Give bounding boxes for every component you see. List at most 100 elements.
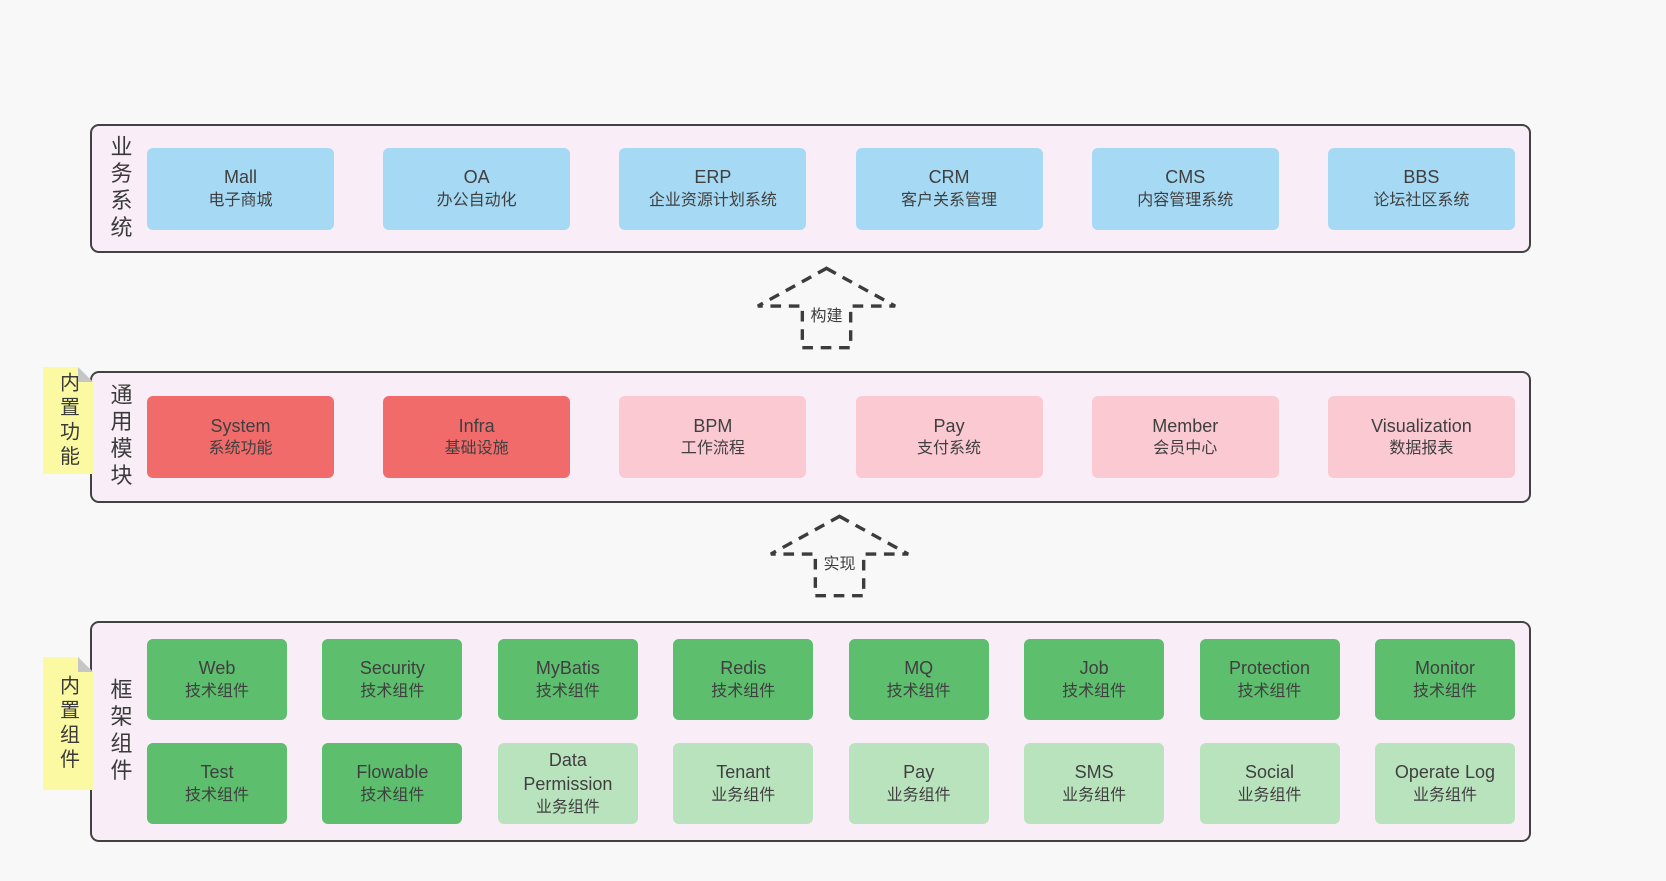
box-subtitle: 电子商城 xyxy=(208,191,273,209)
box-title: Protection xyxy=(1229,658,1311,679)
box-visualization: Visualization 数据报表 xyxy=(1327,396,1515,478)
box-bpm: BPM 工作流程 xyxy=(619,396,807,478)
box-subtitle: 系统功能 xyxy=(208,440,273,458)
box-infra: Infra 基础设施 xyxy=(383,396,571,478)
box-subtitle: 数据报表 xyxy=(1389,440,1454,458)
sticky-text: 内置功能 xyxy=(56,371,79,470)
box-test: Test 技术组件 xyxy=(147,743,287,824)
box-subtitle: 支付系统 xyxy=(917,440,982,458)
box-title: System xyxy=(210,415,271,436)
module-boxes: System 系统功能 Infra 基础设施 BPM 工作流程 Pay 支付系统… xyxy=(147,396,1515,478)
box-member: Member 会员中心 xyxy=(1091,396,1279,478)
arrow-build-label: 构建 xyxy=(807,302,846,326)
box-subtitle: 论坛社区系统 xyxy=(1373,191,1470,209)
box-redis: Redis 技术组件 xyxy=(673,639,814,720)
box-title: Flowable xyxy=(356,762,429,783)
box-subtitle: 企业资源计划系统 xyxy=(648,191,777,209)
box-pay-system: Pay 支付系统 xyxy=(855,396,1043,478)
box-system: System 系统功能 xyxy=(147,396,334,478)
box-pay-component: Pay 业务组件 xyxy=(848,743,989,824)
box-subtitle: 技术组件 xyxy=(886,682,951,700)
box-mall: Mall 电子商城 xyxy=(147,147,334,230)
box-subtitle: 技术组件 xyxy=(535,682,600,700)
box-title: Redis xyxy=(720,658,767,679)
box-title: Security xyxy=(359,658,425,679)
box-mybatis: MyBatis 技术组件 xyxy=(497,639,638,720)
layer-framework-components: 框架组件 Web 技术组件 Security 技术组件 MyBatis 技术组件… xyxy=(90,621,1531,842)
box-flowable: Flowable 技术组件 xyxy=(322,743,463,824)
dashed-up-arrow-icon xyxy=(757,266,896,350)
box-title: Data Permission xyxy=(523,750,613,794)
framework-row-1: Web 技术组件 Security 技术组件 MyBatis 技术组件 Redi… xyxy=(147,639,1515,720)
box-title: OA xyxy=(463,167,490,188)
sticky-note-builtin-functions: 内置功能 xyxy=(43,367,93,474)
box-subtitle: 技术组件 xyxy=(360,682,425,700)
box-subtitle: 办公自动化 xyxy=(436,191,517,209)
box-crm: CRM 客户关系管理 xyxy=(855,147,1043,230)
box-subtitle: 业务组件 xyxy=(886,786,951,804)
box-subtitle: 技术组件 xyxy=(184,786,249,804)
box-subtitle: 业务组件 xyxy=(1237,786,1302,804)
box-erp: ERP 企业资源计划系统 xyxy=(619,147,807,230)
box-subtitle: 技术组件 xyxy=(360,786,425,804)
box-subtitle: 客户关系管理 xyxy=(901,191,998,209)
box-sms: SMS 业务组件 xyxy=(1024,743,1165,824)
layer-business-systems: 业务系统 Mall 电子商城 OA 办公自动化 ERP 企业资源计划系统 CRM… xyxy=(90,124,1531,253)
box-subtitle: 技术组件 xyxy=(1412,682,1477,700)
arrow-build: 构建 xyxy=(754,264,899,352)
sticky-text: 内置组件 xyxy=(56,674,79,773)
box-subtitle: 技术组件 xyxy=(1062,682,1127,700)
framework-rows: Web 技术组件 Security 技术组件 MyBatis 技术组件 Redi… xyxy=(147,639,1515,824)
box-title: Test xyxy=(200,762,234,783)
layer-label-business: 业务系统 xyxy=(107,134,133,243)
box-subtitle: 业务组件 xyxy=(535,798,600,816)
box-title: BPM xyxy=(693,415,733,436)
box-title: Web xyxy=(198,658,236,679)
box-data-permission: Data Permission 业务组件 xyxy=(497,743,638,824)
box-title: CMS xyxy=(1165,167,1206,188)
box-title: Infra xyxy=(458,415,495,436)
box-subtitle: 技术组件 xyxy=(184,682,249,700)
business-boxes: Mall 电子商城 OA 办公自动化 ERP 企业资源计划系统 CRM 客户关系… xyxy=(147,147,1515,230)
box-subtitle: 业务组件 xyxy=(1412,786,1477,804)
box-title: MyBatis xyxy=(535,658,600,679)
box-protection: Protection 技术组件 xyxy=(1199,639,1340,720)
box-title: Mall xyxy=(223,167,257,188)
box-monitor: Monitor 技术组件 xyxy=(1374,639,1515,720)
box-subtitle: 技术组件 xyxy=(1237,682,1302,700)
box-web: Web 技术组件 xyxy=(147,639,287,720)
box-subtitle: 基础设施 xyxy=(444,440,509,458)
box-operate-log: Operate Log 业务组件 xyxy=(1374,743,1515,824)
arrow-implement: 实现 xyxy=(767,512,912,600)
box-security: Security 技术组件 xyxy=(322,639,463,720)
box-subtitle: 业务组件 xyxy=(1062,786,1127,804)
box-oa: OA 办公自动化 xyxy=(383,147,571,230)
box-subtitle: 内容管理系统 xyxy=(1137,191,1234,209)
box-social: Social 业务组件 xyxy=(1199,743,1340,824)
box-mq: MQ 技术组件 xyxy=(848,639,989,720)
arrow-implement-label: 实现 xyxy=(820,550,859,574)
layer-label-framework: 框架组件 xyxy=(107,677,133,786)
box-subtitle: 技术组件 xyxy=(711,682,776,700)
box-cms: CMS 内容管理系统 xyxy=(1091,147,1279,230)
dashed-up-arrow-icon xyxy=(770,514,909,598)
box-title: Social xyxy=(1245,762,1295,783)
box-title: Visualization xyxy=(1371,415,1472,436)
layer-label-modules: 通用模块 xyxy=(107,383,133,491)
box-title: Job xyxy=(1079,658,1109,679)
box-title: Pay xyxy=(933,415,965,436)
box-title: Operate Log xyxy=(1394,762,1495,783)
box-subtitle: 会员中心 xyxy=(1153,440,1218,458)
box-title: Member xyxy=(1152,415,1219,436)
box-subtitle: 业务组件 xyxy=(711,786,776,804)
box-tenant: Tenant 业务组件 xyxy=(673,743,814,824)
layer-common-modules: 通用模块 System 系统功能 Infra 基础设施 BPM 工作流程 Pay… xyxy=(90,371,1531,503)
box-bbs: BBS 论坛社区系统 xyxy=(1327,147,1515,230)
box-title: BBS xyxy=(1403,167,1440,188)
box-subtitle: 工作流程 xyxy=(680,440,745,458)
box-title: MQ xyxy=(904,658,934,679)
box-title: Tenant xyxy=(716,762,771,783)
box-title: CRM xyxy=(928,167,970,188)
box-title: ERP xyxy=(694,167,732,188)
